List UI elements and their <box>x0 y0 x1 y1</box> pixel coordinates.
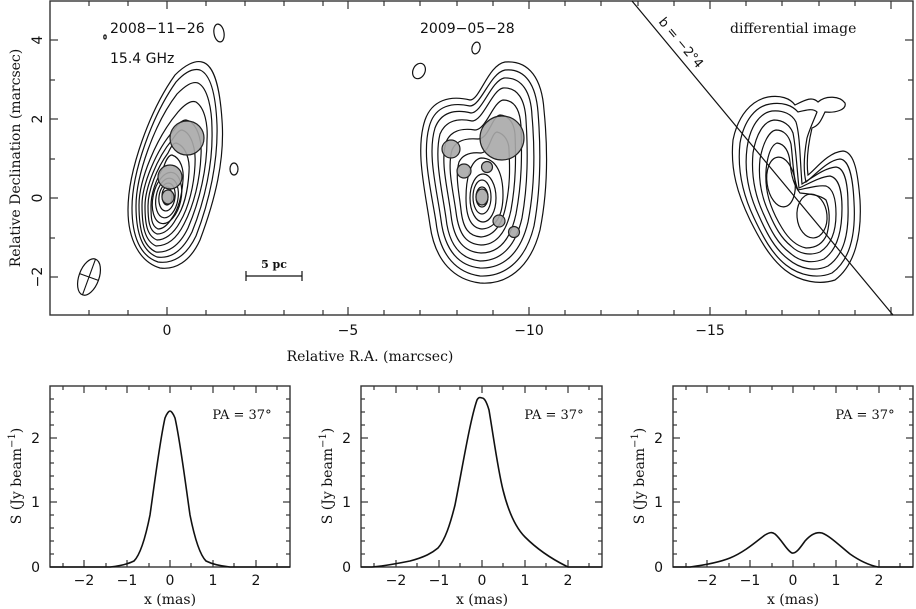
position-angle-label: PA = 37° <box>835 408 894 423</box>
top-x-axis-label: Relative R.A. (marcsec) <box>287 349 454 365</box>
ytick-label: 2 <box>31 431 40 447</box>
ytick-label: 2 <box>342 431 351 447</box>
top-xtick-label: −10 <box>514 323 544 339</box>
ytick-label: 1 <box>31 495 40 511</box>
position-angle-label: PA = 37° <box>524 408 583 423</box>
y-axis-label: S (Jy beam−1) <box>630 428 648 525</box>
epoch-2-label: 2009−05−28 <box>420 21 515 37</box>
top-xtick-label: −15 <box>695 323 725 339</box>
xtick-label: −2 <box>697 573 718 589</box>
ytick-label: 1 <box>342 495 351 511</box>
beam-ellipse-icon <box>76 258 102 296</box>
ytick-label: 0 <box>31 560 40 576</box>
top-y-ticks <box>50 39 913 278</box>
x-axis-label: x (mas) <box>767 592 819 608</box>
profile-panel-1: PA = 37° −2 −1 0 1 2 0 1 2 x (mas) S (Jy… <box>7 385 291 608</box>
top-ytick-label: 2 <box>30 115 46 124</box>
profile-ticks <box>673 386 913 567</box>
epoch-1-label: 2008−11−26 <box>110 21 205 37</box>
top-ytick-label: 0 <box>30 194 46 203</box>
gaussian-component <box>492 214 506 228</box>
profile-curve-epoch-1 <box>50 410 290 568</box>
top-plot-frame <box>49 0 914 316</box>
profile-panel-2: PA = 37° −2 −1 0 1 2 0 1 2 x (mas) S (Jy… <box>318 385 603 608</box>
gaussian-component <box>507 225 521 239</box>
xtick-label: −2 <box>386 573 407 589</box>
gaussian-component <box>479 115 525 161</box>
ytick-label: 1 <box>654 495 663 511</box>
frequency-label: 15.4 GHz <box>110 51 174 67</box>
ytick-label: 0 <box>342 560 351 576</box>
ytick-label: 0 <box>654 560 663 576</box>
scale-bar: 5 pc <box>245 258 303 281</box>
xtick-label: −2 <box>74 573 95 589</box>
top-contour-panel: 0 −5 −10 −15 −2 0 2 4 Relative R.A. (mar… <box>8 0 914 365</box>
xtick-label: 0 <box>789 573 798 589</box>
xtick-label: 0 <box>166 573 175 589</box>
profile-curve-differential <box>673 531 913 568</box>
top-ytick-label: −2 <box>30 267 46 288</box>
top-x-ticks <box>88 1 892 315</box>
top-ytick-label: 4 <box>30 35 46 44</box>
contour-map-differential <box>731 95 861 283</box>
gaussian-component <box>161 189 175 205</box>
top-xtick-label: −5 <box>338 323 359 339</box>
gaussian-component <box>475 188 489 206</box>
xtick-label: 2 <box>252 573 261 589</box>
top-y-axis-label: Relative Declination (marcsec) <box>8 49 24 267</box>
x-axis-label: x (mas) <box>144 592 196 608</box>
xtick-label: 2 <box>564 573 573 589</box>
gaussian-component <box>480 160 494 174</box>
y-axis-label: S (Jy beam−1) <box>7 428 25 525</box>
xtick-label: 1 <box>209 573 218 589</box>
galactic-latitude-label: b = −2°4 <box>655 15 706 72</box>
xtick-label: −1 <box>429 573 450 589</box>
gaussian-component <box>169 120 205 156</box>
profile-curve-epoch-2 <box>361 396 602 568</box>
gaussian-component <box>441 139 461 159</box>
gaussian-component <box>456 163 472 179</box>
profile-ticks <box>361 386 602 567</box>
xtick-label: 1 <box>832 573 841 589</box>
gaussian-component <box>157 164 183 190</box>
contour-map-epoch-1 <box>103 23 239 269</box>
position-angle-label: PA = 37° <box>212 408 271 423</box>
contour-map-epoch-2 <box>411 41 548 284</box>
xtick-label: 2 <box>875 573 884 589</box>
profile-panel-3: PA = 37° −2 −1 0 1 2 0 1 2 x (mas) S (Jy… <box>630 385 914 608</box>
galactic-latitude-line <box>631 0 894 316</box>
xtick-label: −1 <box>740 573 761 589</box>
top-xtick-label: 0 <box>163 323 172 339</box>
differential-image-label: differential image <box>730 21 856 37</box>
svg-text:5 pc: 5 pc <box>261 258 287 271</box>
y-axis-label: S (Jy beam−1) <box>318 428 336 525</box>
xtick-label: −1 <box>117 573 138 589</box>
xtick-label: 0 <box>478 573 487 589</box>
x-axis-label: x (mas) <box>456 592 508 608</box>
ytick-label: 2 <box>654 431 663 447</box>
xtick-label: 1 <box>521 573 530 589</box>
